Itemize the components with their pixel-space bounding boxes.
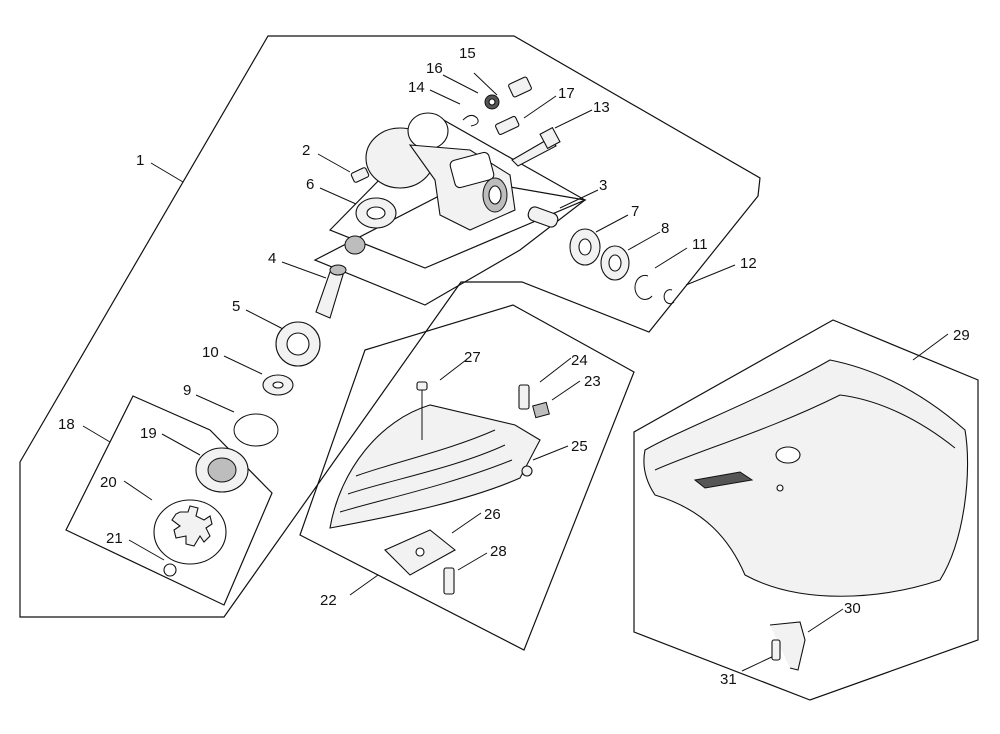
callout-9: 9 — [183, 382, 191, 399]
callout-10: 10 — [202, 344, 219, 361]
callout-3: 3 — [599, 177, 607, 194]
callout-24: 24 — [571, 352, 588, 369]
bolt-15 — [508, 76, 532, 98]
callout-4: 4 — [268, 250, 276, 267]
gear-case-assembly-boundary — [19, 35, 761, 618]
bolt-28 — [443, 567, 455, 595]
o-ring-21 — [163, 563, 177, 577]
debris-shield-kit-boundary — [633, 319, 979, 701]
callout-14: 14 — [408, 79, 425, 96]
callout-28: 28 — [490, 543, 507, 560]
bearing-5 — [275, 321, 321, 367]
callout-5: 5 — [232, 298, 240, 315]
callout-30: 30 — [844, 600, 861, 617]
callout-21: 21 — [106, 530, 123, 547]
washer-10 — [262, 374, 294, 396]
blade-guard-22 — [329, 404, 541, 529]
callout-2: 2 — [302, 142, 310, 159]
callout-18: 18 — [58, 416, 75, 433]
plate-26 — [384, 529, 456, 576]
spindle-shaft-4 — [315, 264, 347, 319]
callout-17: 17 — [558, 85, 575, 102]
bolt-13 — [511, 126, 561, 167]
bearing-8 — [600, 245, 630, 281]
callout-29: 29 — [953, 327, 970, 344]
screw-17 — [495, 115, 520, 135]
callout-11: 11 — [692, 236, 708, 253]
bearing-6 — [355, 197, 397, 229]
callout-12: 12 — [740, 255, 757, 272]
callout-22: 22 — [320, 592, 337, 609]
screw-31 — [771, 639, 781, 661]
collar — [344, 235, 366, 255]
nut-25 — [521, 465, 533, 477]
bracket-30 — [769, 621, 806, 671]
pin-14 — [462, 114, 479, 127]
callout-1: 1 — [136, 152, 144, 169]
screw-2 — [350, 167, 370, 183]
callout-16: 16 — [426, 60, 443, 77]
cutter-head-kit-boundary — [65, 395, 273, 606]
leader-lines — [82, 72, 949, 672]
callout-8: 8 — [661, 220, 669, 237]
callout-15: 15 — [459, 45, 476, 62]
callout-20: 20 — [100, 474, 117, 491]
bearing-7 — [569, 228, 601, 266]
circlip-12 — [663, 289, 675, 305]
callout-23: 23 — [584, 373, 601, 390]
callout-labels: 1 2 3 4 5 6 7 8 9 10 11 12 13 14 15 16 1… — [58, 45, 970, 688]
circlip-9 — [233, 413, 279, 447]
sleeve-3 — [527, 206, 559, 228]
gear-case — [365, 112, 516, 231]
callout-25: 25 — [571, 438, 588, 455]
callout-19: 19 — [140, 425, 157, 442]
callout-6: 6 — [306, 176, 314, 193]
bolt-24 — [518, 384, 530, 410]
debris-shield-29 — [643, 359, 969, 597]
callout-31: 31 — [720, 671, 737, 688]
nut-23 — [532, 401, 550, 419]
blade-guard-kit-boundary — [299, 304, 635, 651]
screw-27 — [416, 381, 428, 391]
callout-13: 13 — [593, 99, 610, 116]
callout-26: 26 — [484, 506, 501, 523]
callout-7: 7 — [631, 203, 639, 220]
clamp-washer-19 — [195, 447, 249, 493]
callout-27: 27 — [464, 349, 481, 366]
cup-20 — [153, 499, 227, 565]
circlip-11 — [634, 274, 653, 300]
